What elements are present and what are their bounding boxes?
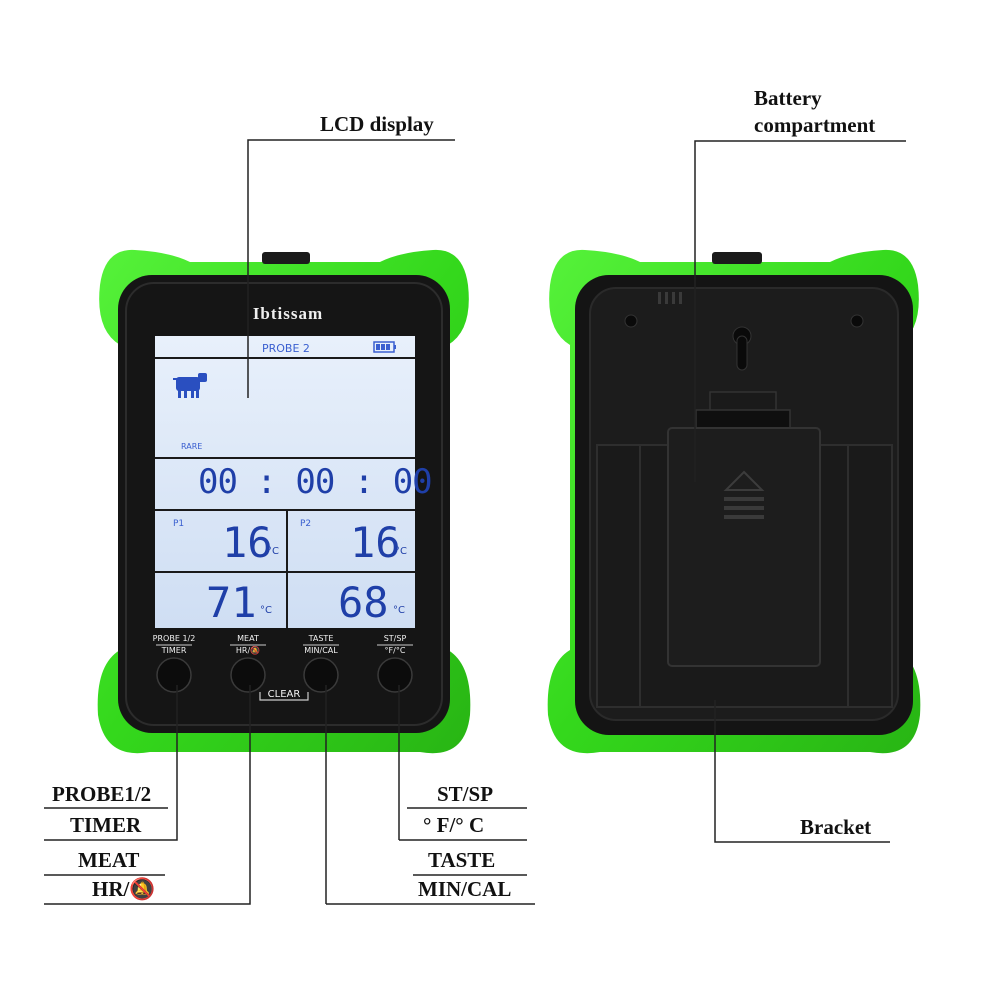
btn2-bottom-label: HR/🔕 [235, 646, 261, 655]
callout-probe12: PROBE1/2 [52, 782, 152, 806]
callout-bracket: Bracket [800, 815, 872, 839]
lcd-doneness: RARE [181, 442, 203, 451]
lcd-target2-unit: °C [393, 605, 405, 616]
keyhole-mount [732, 326, 752, 371]
lcd-timer: 00 : 00 : 00 [198, 462, 433, 502]
btn4-bottom-label: °F/°C [384, 646, 406, 655]
callout-timer: TIMER [70, 813, 142, 837]
btn3-bottom-label: MIN/CAL [304, 646, 338, 655]
lcd-target1-unit: °C [260, 605, 272, 616]
lcd-p1-label: P1 [173, 519, 185, 529]
brand-logo: Ibtissam [252, 304, 324, 323]
taste-mincal-button [303, 657, 339, 693]
callout-fc: ° F/° C [423, 813, 485, 837]
btn1-bottom-label: TIMER [161, 646, 187, 655]
screw-left [624, 314, 638, 328]
lcd-p1-temp: 16 [222, 518, 273, 567]
callout-meat: MEAT [78, 848, 140, 872]
battery-cover-tab [709, 391, 777, 413]
callout-taste: TASTE [428, 848, 496, 872]
lcd-p2-label: P2 [300, 519, 312, 529]
lcd-p1-unit: °C [267, 546, 279, 557]
stsp-fc-button [377, 657, 413, 693]
btn4-top-label: ST/SP [383, 634, 407, 643]
btn1-top-label: PROBE 1/2 [152, 634, 196, 643]
lcd-target2-temp: 68 [338, 578, 389, 627]
callout-battery-line1: Battery [754, 86, 822, 110]
callout-mincal: MIN/CAL [418, 877, 512, 901]
callout-hr: HR/🔕 [92, 877, 156, 901]
meat-hr-button [230, 657, 266, 693]
lcd-p2-unit: °C [395, 546, 407, 557]
probe-timer-button [156, 657, 192, 693]
lcd-target1-temp: 71 [206, 578, 257, 627]
cow-icon [173, 373, 207, 398]
screw-right [850, 314, 864, 328]
lcd-p2-temp: 16 [350, 518, 401, 567]
btn2-top-label: MEAT [237, 634, 259, 643]
btn3-top-label: TASTE [308, 634, 334, 643]
lcd-probe-header: PROBE 2 [262, 342, 310, 355]
front-top-button [262, 252, 310, 264]
battery-compartment-cover [667, 427, 821, 667]
callout-stsp: ST/SP [437, 782, 494, 806]
callout-battery-line2: compartment [754, 113, 876, 137]
open-arrow-icon [723, 470, 765, 491]
callout-lcd-display: LCD display [320, 112, 434, 136]
clear-label: CLEAR [267, 689, 301, 700]
